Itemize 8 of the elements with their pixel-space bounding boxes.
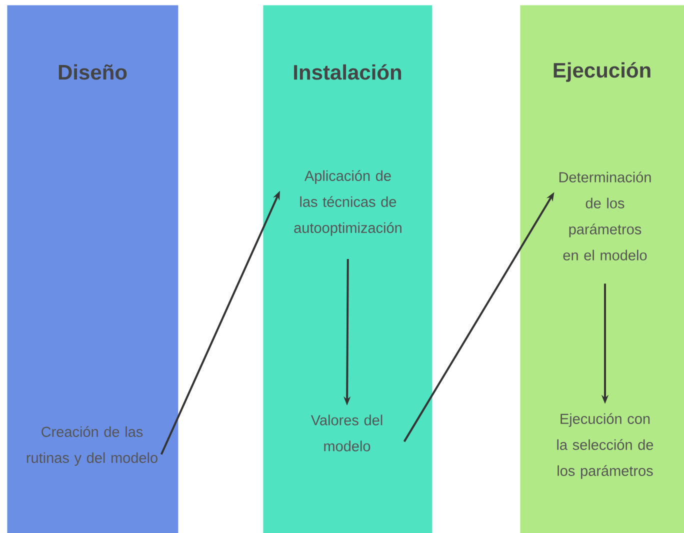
column-heading: Instalación [294,64,402,80]
step-text: Valores del modelo [310,414,382,452]
column-heading: Diseño [58,64,127,80]
step-text: Determinación de los parámetros en el modelo [559,172,651,260]
step-text: Creación de las rutinas y del modelo [26,426,158,466]
column-heading: Ejecución [554,62,650,82]
step-text: Aplicación de las técnicas de autooptimización [294,170,402,236]
step-text: Ejecución con la selección de los parámetros [557,413,654,479]
